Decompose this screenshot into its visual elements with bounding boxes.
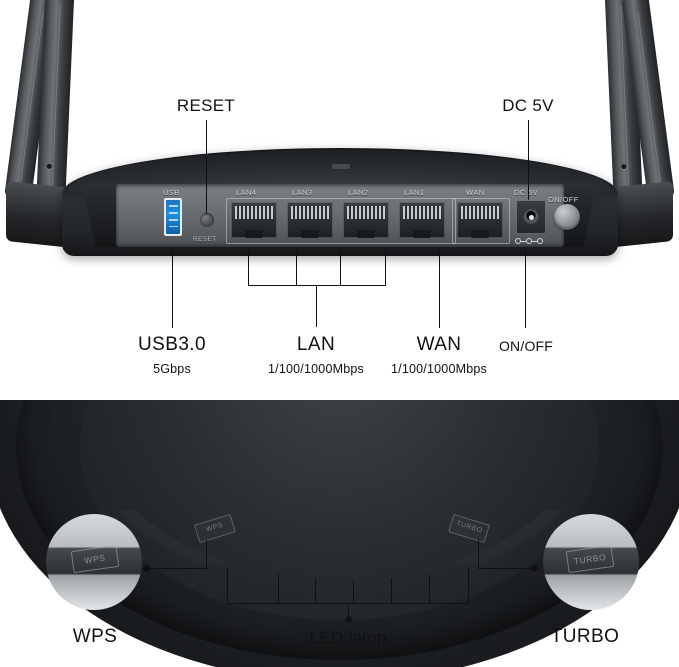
- lan3-port[interactable]: [287, 202, 333, 238]
- leader-turbo-h: [478, 568, 534, 570]
- silk-lan2: LAN2: [348, 188, 369, 197]
- callout-lan: LAN: [296, 334, 336, 355]
- lan2-port[interactable]: [343, 202, 389, 238]
- callout-reset: RESET: [176, 96, 236, 115]
- turbo-magnifier: TURBO: [543, 514, 639, 610]
- leader-usb: [172, 248, 174, 328]
- leader-lan-stem-1: [385, 248, 387, 286]
- lan1-port[interactable]: [399, 202, 445, 238]
- leader-led-7: [468, 568, 470, 604]
- callout-wps: WPS: [72, 626, 118, 647]
- callout-dc5v: DC 5V: [502, 96, 554, 115]
- lan-port-group: [226, 198, 456, 244]
- callout-usb: USB3.0: [138, 334, 206, 355]
- callout-onoff: ON/OFF: [498, 338, 554, 354]
- polarity-symbol: [515, 237, 549, 245]
- leader-lan-stem-3: [296, 248, 298, 286]
- leader-led-5: [391, 578, 393, 604]
- usb-port[interactable]: [164, 198, 182, 236]
- callout-turbo: TURBO: [550, 626, 620, 647]
- callout-wan: WAN: [416, 334, 462, 355]
- leader-led-drop: [348, 603, 350, 619]
- silk-dc: DC 5V: [514, 188, 539, 197]
- reset-button[interactable]: [200, 213, 214, 227]
- callout-led-lamp: LED lamp: [309, 628, 387, 647]
- leader-lan-drop: [316, 285, 318, 327]
- leader-dc5v: [528, 120, 530, 200]
- led-band: [118, 510, 562, 564]
- silk-wan: WAN: [466, 188, 485, 197]
- silk-onoff: ON/OFF: [548, 195, 579, 204]
- leader-led-3: [315, 578, 317, 604]
- leader-turbo-v: [478, 540, 480, 569]
- silk-lan4: LAN4: [236, 188, 257, 197]
- lan4-port[interactable]: [231, 202, 277, 238]
- wan-port[interactable]: [457, 202, 503, 238]
- leader-wps-dot: [143, 565, 150, 572]
- wan-port-group: [452, 198, 510, 244]
- top-led-panel: WPS TURBO WIFIWANLAN1LAN2LAN3LAN4PWR LED…: [0, 400, 679, 667]
- wps-plate-label: WPS: [205, 521, 225, 534]
- leader-reset: [206, 120, 208, 214]
- leader-wps-v: [206, 540, 208, 569]
- leader-led-2: [278, 574, 280, 604]
- shell-notch: [332, 164, 350, 169]
- leader-lan-stem-4: [248, 248, 250, 286]
- power-onoff-button[interactable]: [554, 204, 580, 230]
- leader-led-4: [353, 580, 355, 604]
- silk-usb: USB: [163, 188, 180, 197]
- leader-wps-h: [149, 568, 207, 570]
- wps-magnifier: WPS: [46, 514, 142, 610]
- leader-turbo-dot: [531, 565, 538, 572]
- rear-ports-panel: USB RESET LAN4 LAN3 LAN2 LAN1 WAN DC 5V …: [0, 0, 679, 400]
- silk-lan1: LAN1: [404, 188, 425, 197]
- callout-wan-sub: 1/100/1000Mbps: [391, 362, 487, 376]
- leader-wan: [439, 248, 441, 328]
- leader-led-1: [227, 568, 229, 604]
- silk-lan3: LAN3: [292, 188, 313, 197]
- dc-power-jack[interactable]: [516, 200, 546, 234]
- callout-lan-sub: 1/100/1000Mbps: [268, 362, 364, 376]
- leader-led-6: [429, 574, 431, 604]
- silk-reset: RESET: [193, 236, 217, 243]
- leader-lan-stem-2: [340, 248, 342, 286]
- leader-onoff: [525, 248, 527, 328]
- callout-usb-sub: 5Gbps: [153, 362, 191, 376]
- leader-led-dot: [345, 616, 352, 623]
